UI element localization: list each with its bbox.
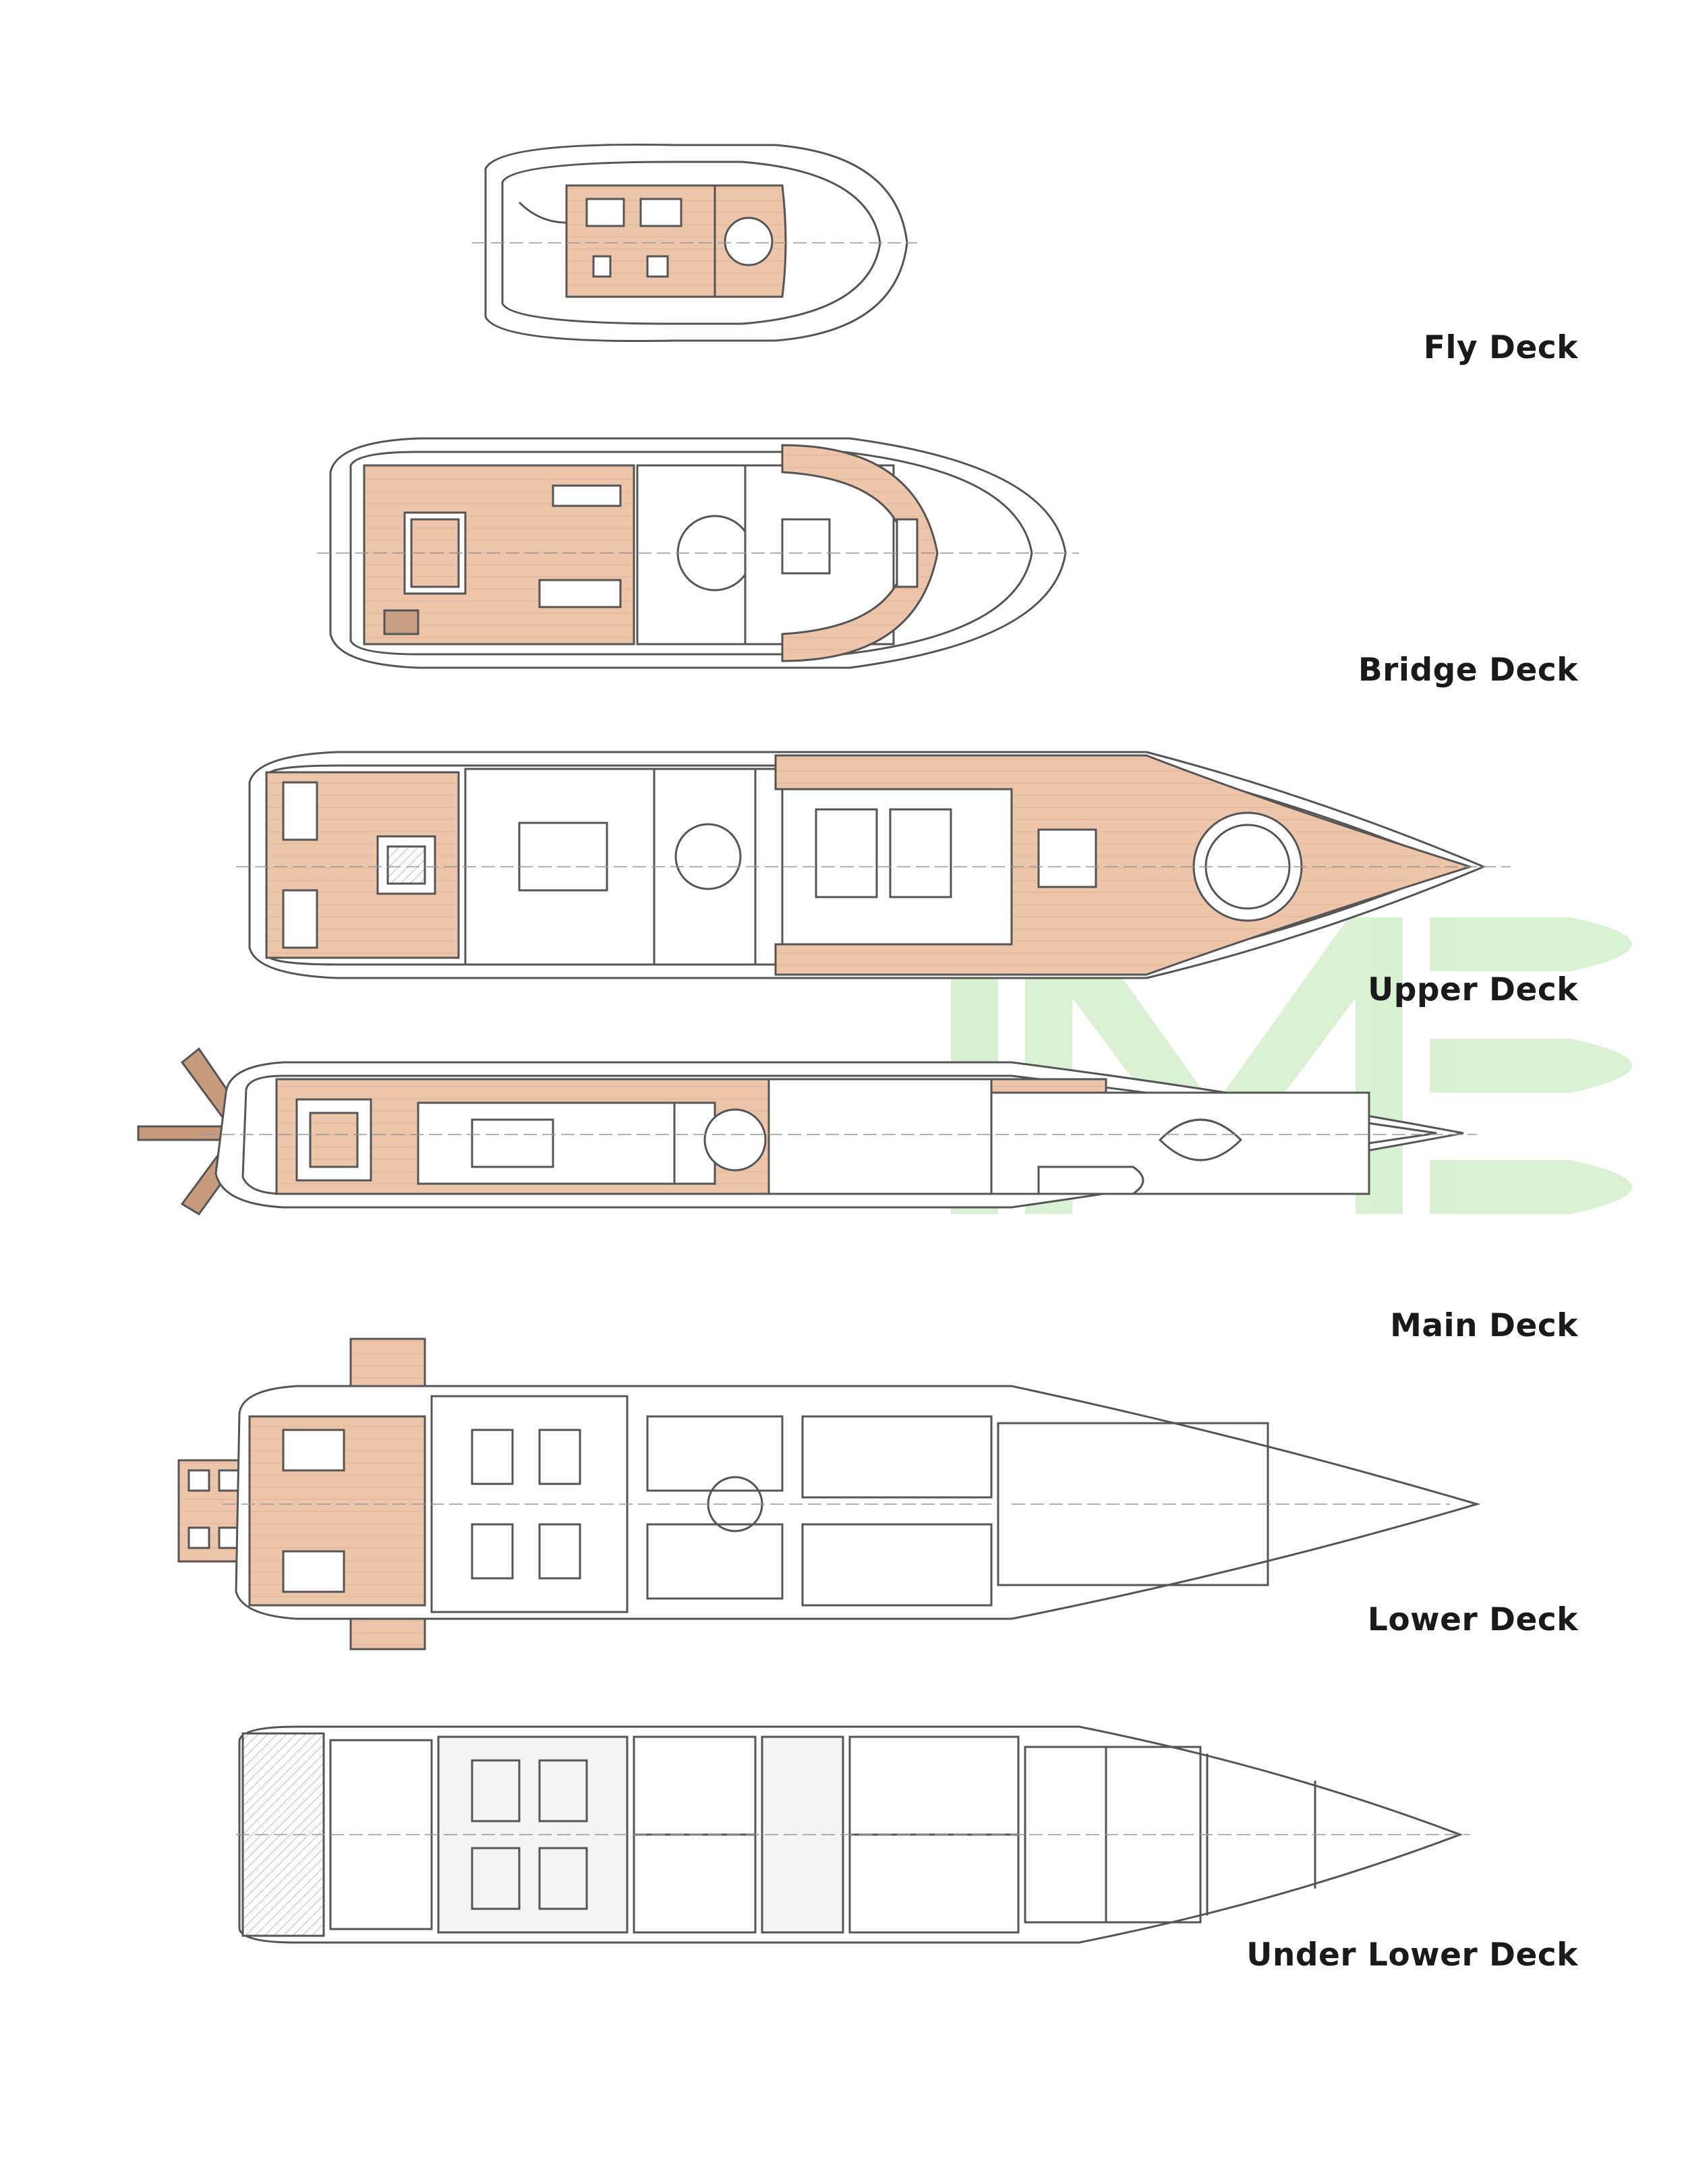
bridge-deck-plan xyxy=(317,437,1079,669)
lower-deck-label: Lower Deck xyxy=(1367,1601,1578,1638)
fly-deck-label: Fly Deck xyxy=(1423,329,1578,366)
main-deck-plan xyxy=(137,1047,1477,1215)
under-lower-deck-label: Under Lower Deck xyxy=(1246,1936,1578,1974)
main-deck-label: Main Deck xyxy=(1390,1307,1578,1344)
fly-deck-plan xyxy=(472,143,917,343)
under-lower-deck-plan xyxy=(236,1725,1470,1944)
bridge-deck-label: Bridge Deck xyxy=(1358,652,1578,689)
upper-deck-label: Upper Deck xyxy=(1368,971,1578,1008)
upper-deck-plan xyxy=(236,751,1511,979)
lower-deck-plan xyxy=(177,1338,1481,1650)
